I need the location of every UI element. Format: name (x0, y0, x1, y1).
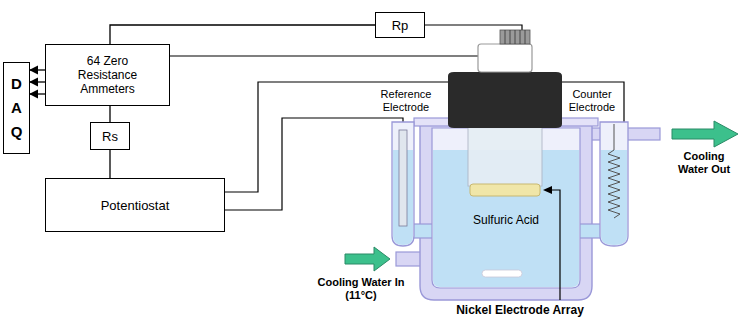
reference-wire (225, 118, 403, 210)
box-text: 64 Zero Resistance Ammeters (72, 54, 144, 96)
box-text: Rp (392, 18, 409, 33)
cooling-jacket (420, 124, 592, 300)
holder-cap (448, 72, 562, 128)
inlet-nozzle (396, 252, 422, 266)
wire (109, 150, 110, 178)
flow-label: Cooling Water In (11°C) (312, 276, 410, 302)
box-text: Potentiostat (101, 198, 170, 213)
wire-strands (505, 30, 525, 44)
holder-top (478, 44, 532, 72)
electrode-label: Reference Electrode (376, 88, 436, 114)
ammeter-box: 64 Zero Resistance Ammeters (45, 44, 170, 106)
cooling-out-arrow (672, 121, 738, 147)
wire (109, 106, 110, 122)
leader-arrowhead (543, 186, 552, 194)
potentiostat-box: Potentiostat (45, 178, 225, 232)
reference-electrode (399, 130, 407, 226)
cooling-in-arrow (345, 247, 390, 271)
resistor-box: Rs (90, 122, 130, 150)
box-text: D A Q (9, 72, 24, 144)
liquid-label: Sulfuric Acid (458, 214, 554, 227)
counter-tube (600, 122, 628, 246)
electrode-tip (470, 184, 540, 196)
signal-arrow (30, 93, 45, 94)
holder-shaft (468, 126, 542, 186)
flow-label: Cooling Water Out (670, 150, 738, 176)
electrode-label: Counter Electrode (564, 88, 620, 114)
ammeter-wire (170, 55, 478, 56)
signal-arrow (30, 69, 45, 70)
leader-line (550, 190, 560, 300)
signal-arrow (30, 81, 45, 82)
daq-box: D A Q (3, 62, 30, 154)
counter-coil (608, 124, 620, 218)
reference-tube (392, 122, 414, 246)
wire (110, 25, 375, 44)
part-label: Nickel Electrode Array (425, 304, 615, 317)
box-text: Rs (102, 129, 118, 144)
resistor-box: Rp (375, 12, 425, 38)
stir-bar (482, 270, 522, 277)
wire-bundle (500, 30, 530, 44)
